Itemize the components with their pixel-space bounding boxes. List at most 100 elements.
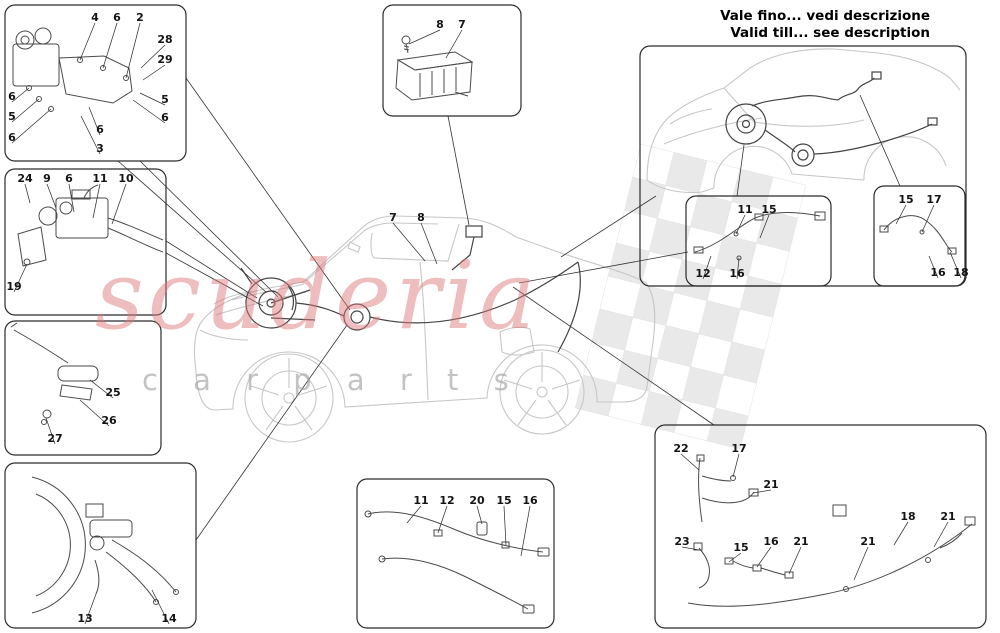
checker-square [673, 259, 716, 302]
callout-number-5: 5 [161, 93, 169, 106]
callout-number-8: 8 [417, 211, 425, 224]
callout-number-11: 11 [737, 203, 752, 216]
callout-number-13: 13 [77, 612, 92, 625]
callout-pointer-line [406, 505, 422, 524]
callout-pointer-line [933, 521, 949, 548]
checker-square [648, 217, 691, 260]
checker-square [607, 242, 650, 285]
callout-pointer-line [520, 505, 531, 557]
callout-number-3: 3 [96, 142, 104, 155]
callout-pointer-line [681, 546, 700, 551]
callout-pointer-line [92, 183, 101, 219]
callout-number-16: 16 [930, 266, 946, 279]
sensor-b-drawing [879, 215, 957, 255]
detail-panel-car-line-art [646, 48, 961, 194]
callout-pointer-line [392, 222, 426, 262]
callout-number-18: 18 [900, 510, 915, 523]
callout-number-20: 20 [469, 494, 485, 507]
detail-front-brake-disc [725, 103, 767, 145]
callout-pointer-line [503, 505, 507, 546]
callout-pointer-line [735, 214, 746, 235]
brand-watermark-text: scuderia [95, 241, 540, 351]
callout-pointer-line [111, 183, 127, 225]
callout-number-25: 25 [105, 386, 120, 399]
callout-number-2: 2 [136, 11, 144, 24]
center-pipes-drawing [364, 510, 550, 614]
callout-number-26: 26 [101, 414, 117, 427]
callout-pointer-line [46, 183, 57, 209]
callout-pointer-line [756, 546, 772, 568]
callout-pointer-line [84, 593, 97, 625]
callout-pointer-line [921, 204, 935, 233]
callout-number-6: 6 [8, 131, 16, 144]
abs-sensor-connector [871, 71, 882, 80]
callout-number-24: 24 [17, 172, 33, 185]
checkered-flag-watermark [574, 143, 807, 450]
panel-part-drawings [10, 27, 976, 614]
brand-watermark-subtitle: c a r p a r t s [142, 363, 522, 397]
callout-pointer-line [759, 214, 770, 239]
vehicle-ecu [465, 225, 483, 238]
callout-pointer-line [949, 251, 962, 279]
callout-pointer-line [445, 29, 463, 59]
sensor-detail-panel-a [685, 195, 832, 287]
callout-pointer-line [788, 546, 802, 575]
callout-pointer-line [437, 505, 448, 534]
callout-pointer-line [11, 98, 40, 123]
checker-square [723, 341, 766, 384]
callout-pointer-line [11, 87, 30, 103]
callout-pointer-line [893, 521, 909, 546]
center-pipes-panel [356, 478, 555, 629]
ecu-panel [382, 4, 522, 117]
validity-note-line1: Vale fino... vedi descrizione [720, 8, 930, 24]
abs-unit-panel [4, 4, 187, 162]
callout-pointer-line [895, 204, 907, 225]
callout-number-21: 21 [793, 535, 808, 548]
callout-pointer-line [476, 505, 483, 525]
rear-wheel [499, 349, 585, 435]
checker-square [657, 325, 700, 368]
callout-number-15: 15 [898, 193, 913, 206]
callout-number-16: 16 [522, 494, 538, 507]
brand-watermark: scuderia c a r p a r t s [95, 241, 540, 397]
callout-number-16: 16 [729, 267, 745, 280]
pump-assembly-drawing [17, 184, 164, 267]
checker-square [690, 193, 733, 236]
callout-pointer-line [853, 546, 869, 581]
callout-number-5: 5 [8, 110, 16, 123]
sensor-detail-panel-b [873, 185, 966, 287]
callout-number-22: 22 [673, 442, 688, 455]
callout-pointer-line [89, 379, 114, 399]
cable-bracket-drawing [10, 322, 99, 425]
callout-pointer-line [420, 222, 438, 265]
callout-pointer-line [102, 22, 118, 69]
callout-number-28: 28 [157, 33, 172, 46]
abs-unit-drawing [12, 27, 133, 112]
callout-number-6: 6 [96, 123, 104, 136]
brake-servo-panel [4, 462, 197, 629]
callout-pointer-line [736, 257, 740, 280]
checker-square [574, 374, 617, 417]
checker-square [640, 391, 683, 433]
callout-number-7: 7 [389, 211, 397, 224]
callout-pointer-line [728, 552, 742, 563]
callout-pointer-line [88, 106, 101, 136]
callout-number-11: 11 [92, 172, 107, 185]
callout-number-10: 10 [118, 172, 134, 185]
callout-pointer-line [151, 589, 170, 625]
front-wheel [244, 353, 334, 443]
callout-pointer-line [140, 44, 166, 69]
callout-pointer-line [24, 183, 31, 204]
callout-number-21: 21 [860, 535, 875, 548]
callout-pointer-line [11, 108, 52, 144]
callout-number-12: 12 [439, 494, 454, 507]
callout-number-15: 15 [733, 541, 748, 554]
callout-pointer-line [139, 92, 166, 106]
callout-number-21: 21 [940, 510, 955, 523]
callout-pointer-line [928, 255, 939, 279]
leader-lines [117, 77, 901, 541]
checker-square [698, 300, 741, 343]
detail-panel-brake-components [725, 71, 938, 167]
callout-number-23: 23 [674, 535, 689, 548]
